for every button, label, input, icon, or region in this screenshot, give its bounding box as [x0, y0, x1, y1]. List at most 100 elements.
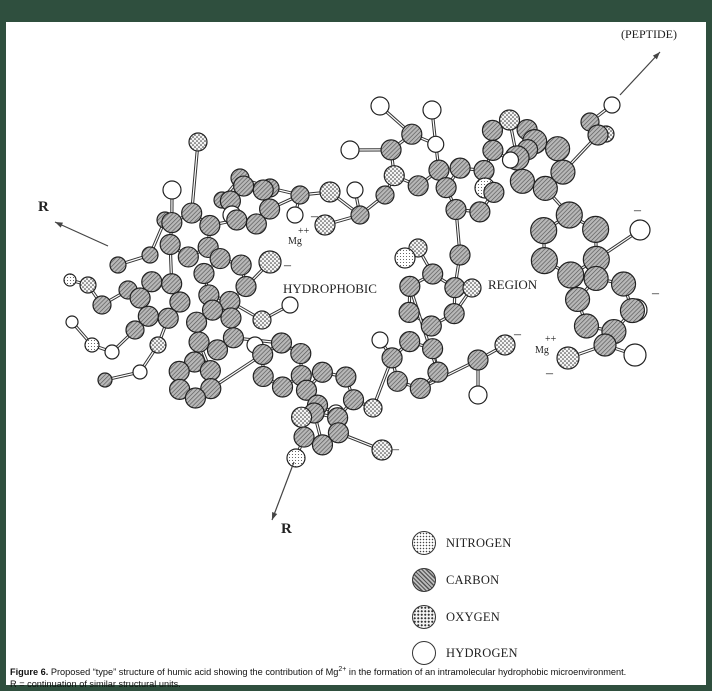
negative-charge: –	[634, 203, 641, 218]
hydrogen-atom	[603, 96, 621, 114]
carbon-atom	[200, 378, 222, 400]
legend-item-nitrogen: NITROGEN	[412, 531, 511, 555]
oxygen-atom	[258, 250, 282, 274]
carbon-atom	[573, 313, 600, 339]
carbon-atom	[184, 387, 207, 409]
carbon-atom	[422, 338, 444, 360]
oxygen-atom	[462, 278, 482, 298]
carbon-atom	[550, 159, 576, 185]
carbon-atom-icon	[412, 568, 436, 592]
caption-text-start: Proposed “type” structure of humic acid …	[48, 667, 339, 678]
carbon-atom	[587, 124, 609, 146]
mg-ion-left-charge: ++	[298, 226, 310, 237]
carbon-atom	[545, 136, 571, 162]
hydrogen-atom	[65, 315, 79, 329]
carbon-atom	[375, 185, 395, 205]
hydrogen-atom	[346, 181, 364, 199]
carbon-atom	[420, 315, 442, 337]
legend-label-oxygen: OXYGEN	[446, 609, 500, 624]
figure-caption: Figure 6. Proposed “type” structure of h…	[10, 664, 700, 690]
negative-charge: –	[284, 258, 291, 273]
carbon-atom	[583, 265, 609, 292]
carbon-atom	[293, 426, 315, 448]
carbon-atom	[481, 119, 504, 142]
carbon-atom	[335, 366, 357, 388]
carbon-atom	[555, 201, 583, 229]
hydrogen-atom	[468, 385, 488, 405]
hydrogen-atom	[371, 331, 389, 349]
carbon-atom	[290, 342, 312, 365]
carbon-atom	[220, 307, 242, 329]
carbon-atom	[399, 330, 421, 353]
nitrogen-atom-icon	[412, 531, 436, 555]
carbon-atom	[141, 246, 159, 264]
carbon-atom	[97, 372, 113, 388]
mg-ion-right: Mg	[535, 345, 549, 356]
carbon-atom	[467, 349, 489, 371]
carbon-atom	[157, 307, 179, 329]
carbon-atom	[564, 286, 591, 313]
carbon-atom	[530, 217, 558, 245]
carbon-atom	[509, 168, 535, 194]
caption-text-end: in the formation of an intramolecular hy…	[346, 667, 627, 678]
carbon-atom	[427, 361, 449, 383]
negative-charge: –	[652, 286, 659, 301]
carbon-atom	[252, 179, 274, 201]
oxygen-atom	[319, 181, 341, 203]
legend-label-nitrogen: NITROGEN	[446, 535, 512, 550]
carbon-atom	[295, 379, 318, 401]
carbon-atom	[161, 273, 183, 295]
carbon-atom	[271, 376, 294, 398]
carbon-atom	[386, 370, 408, 392]
carbon-atom	[259, 198, 281, 220]
carbon-atom	[398, 301, 420, 324]
figure-number: Figure 6.	[10, 667, 49, 678]
carbon-atom	[252, 343, 274, 366]
oxygen-atom	[149, 336, 167, 354]
hydrogen-atom	[281, 296, 299, 314]
hydrogen-atom-icon	[412, 641, 436, 665]
carbon-atom	[222, 327, 245, 349]
carbon-atom	[201, 299, 224, 321]
negative-charge: –	[392, 442, 399, 457]
hydrogen-atom	[422, 100, 442, 120]
hydrogen-atom	[104, 344, 120, 360]
oxygen-atom	[79, 276, 97, 294]
carbon-atom	[199, 214, 221, 237]
r-left-label: R	[38, 199, 49, 215]
arrow-left-r	[54, 221, 109, 247]
mg-ion-left: Mg	[288, 236, 302, 247]
carbon-atom	[422, 263, 444, 285]
carbon-atom	[199, 360, 221, 382]
legend-item-hydrogen: HYDROGEN	[412, 641, 518, 665]
nitrogen-atom	[394, 247, 416, 269]
negative-charge: –	[311, 209, 318, 224]
caption-superscript: 2+	[338, 666, 347, 673]
atoms-layer	[63, 96, 651, 468]
legend-item-oxygen: OXYGEN	[412, 605, 500, 629]
carbon-atom	[230, 254, 252, 276]
nitrogen-atom	[286, 448, 306, 468]
carbon-atom	[619, 297, 646, 324]
carbon-atom	[235, 275, 257, 298]
legend-label-carbon: CARBON	[446, 572, 500, 587]
carbon-atom	[342, 389, 365, 411]
carbon-atom	[593, 333, 617, 357]
hydrogen-atom	[162, 180, 182, 200]
nitrogen-atom	[63, 273, 77, 287]
carbon-atom	[445, 198, 467, 221]
arrow-bottom-r	[271, 461, 295, 521]
carbon-atom	[407, 175, 429, 197]
carbon-atom	[290, 185, 310, 205]
bond-highlight	[191, 141, 199, 214]
hydrophobic-label: HYDROPHOBIC	[283, 281, 377, 296]
carbon-atom	[181, 202, 203, 224]
carbon-atom	[109, 256, 127, 274]
carbon-atom	[169, 291, 191, 313]
carbon-atom	[482, 139, 504, 162]
hydrogen-atom	[370, 96, 390, 116]
arrows-layer	[54, 51, 661, 521]
carbon-atom	[193, 262, 215, 285]
